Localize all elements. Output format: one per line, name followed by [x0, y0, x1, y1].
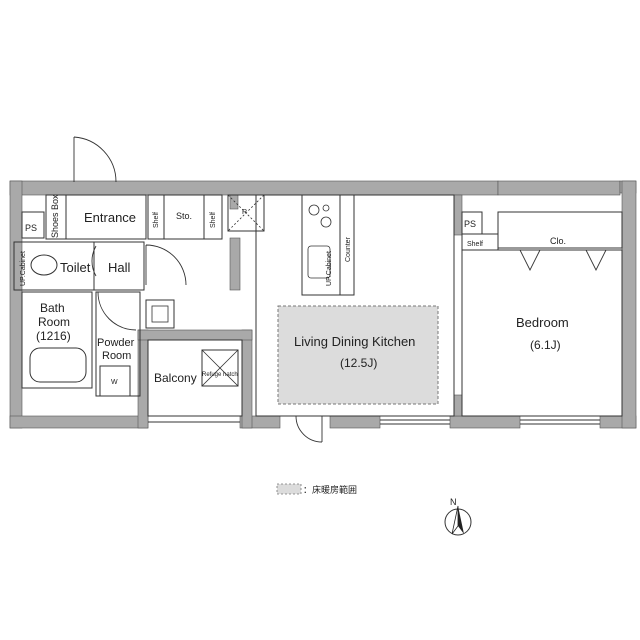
- balcony-label: Balcony: [154, 371, 197, 385]
- counter-label: Counter: [345, 236, 352, 262]
- legend-swatch: [276, 483, 302, 495]
- up-cabinet-toilet-label: UP.Cabinet: [20, 251, 27, 286]
- toilet-door-icon: [91, 245, 97, 277]
- closet-label: Clo.: [550, 236, 566, 246]
- refrigerator-icon: [227, 194, 265, 232]
- powder-door-icon: [97, 291, 137, 331]
- floor-heating-area: [277, 305, 439, 405]
- toilet-label: Toilet: [60, 260, 91, 275]
- bedroom-size-label: (6.1J): [530, 338, 561, 352]
- refuge-hatch-icon: [201, 349, 239, 387]
- shelf-bedroom-label: Shelf: [467, 241, 483, 248]
- walls: [9, 180, 637, 429]
- stove-icon: [308, 204, 332, 228]
- ps-left-label: PS: [25, 223, 37, 233]
- entrance-door-icon: [73, 136, 117, 183]
- storage-label: Sto.: [176, 211, 192, 221]
- up-cabinet-kitchen-label: UP.Cabinet: [326, 251, 333, 286]
- hall-door-icon: [145, 244, 187, 286]
- bath-label-2: Room: [38, 315, 70, 329]
- legend-text: ：床暖房範囲: [303, 484, 357, 495]
- hall-label: Hall: [108, 260, 131, 275]
- bathtub-icon: [29, 347, 87, 383]
- washer-label: W: [111, 379, 118, 386]
- ldk-size-label: (12.5J): [340, 356, 377, 370]
- shelf-a-label: Shelf: [153, 212, 160, 228]
- bath-label-1: Bath: [40, 301, 65, 315]
- compass-label: N: [450, 497, 457, 507]
- sink-icon: [145, 299, 175, 329]
- closet-door-icon: [519, 249, 607, 272]
- entrance-label: Entrance: [84, 210, 136, 225]
- north-arrow-icon: [444, 505, 472, 536]
- ldk-name-label: Living Dining Kitchen: [294, 334, 415, 349]
- refrigerator-label: R: [242, 209, 247, 216]
- refuge-hatch-label: Refuge hatch: [202, 372, 238, 378]
- toilet-bowl-icon: [30, 254, 58, 276]
- bath-label-3: (1216): [36, 329, 71, 343]
- doors: [73, 136, 607, 443]
- kitchen-sink-icon: [307, 245, 331, 279]
- washer-icon: [99, 365, 131, 397]
- bedroom-name-label: Bedroom: [516, 315, 569, 330]
- shoes-box-label: Shoes Box: [50, 194, 60, 238]
- powder-label-2: Room: [102, 350, 131, 362]
- ps-right-label: PS: [464, 219, 476, 229]
- balcony-door-icon: [295, 415, 323, 443]
- powder-label-1: Powder: [97, 337, 135, 349]
- shelf-b-label: Shelf: [210, 212, 217, 228]
